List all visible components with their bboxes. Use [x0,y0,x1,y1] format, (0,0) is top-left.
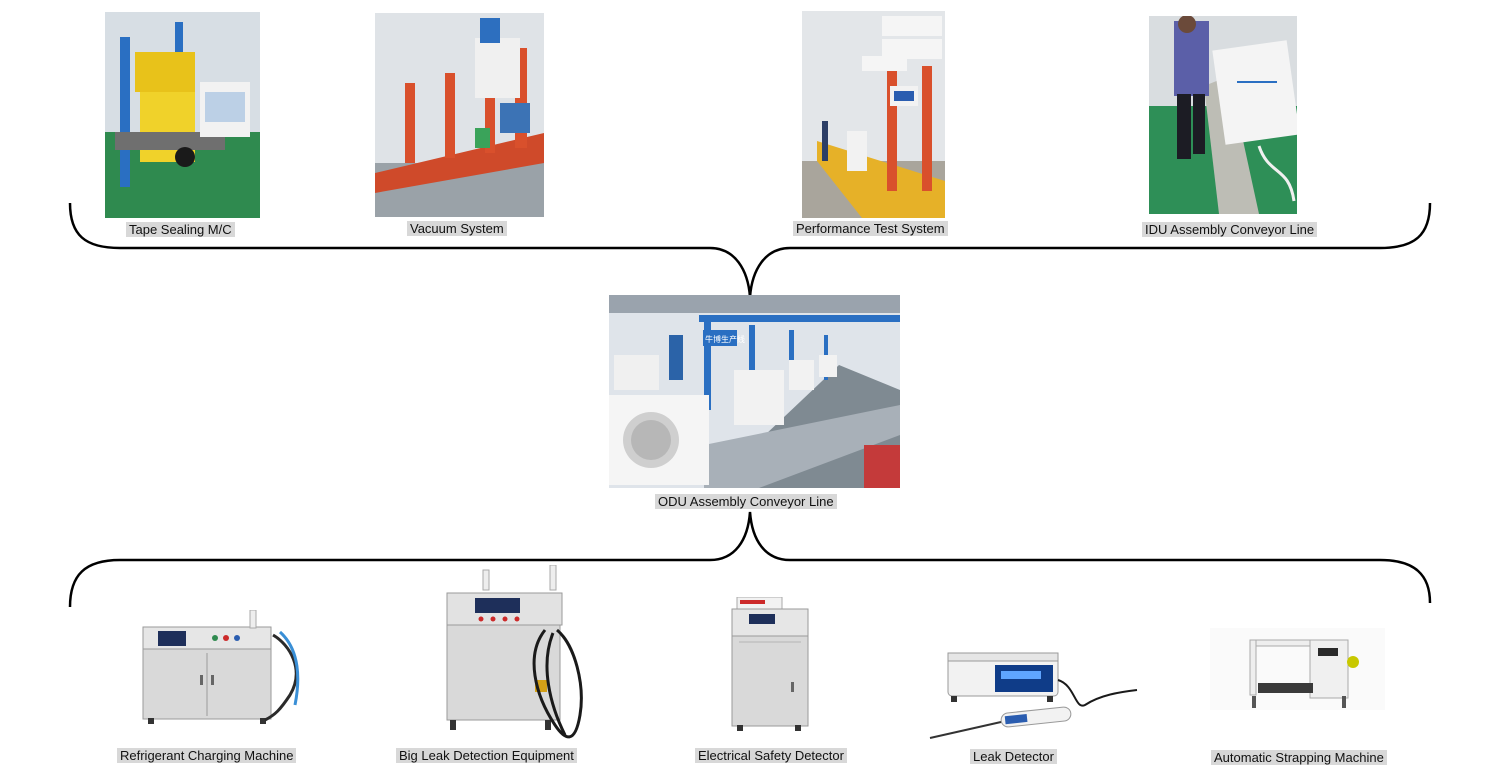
electrical-safety-caption: Electrical Safety Detector [695,748,847,763]
electrical-safety-image [725,597,815,732]
odu-sign-text: 牛博生产线 [705,334,745,344]
odu-assembly-caption: ODU Assembly Conveyor Line [655,494,837,509]
top-brace [68,202,1432,298]
refrigerant-charging-image [140,610,305,730]
big-leak-detection-caption: Big Leak Detection Equipment [396,748,577,763]
leak-detector-image [925,650,1140,742]
leak-detector-caption: Leak Detector [970,749,1057,764]
bottom-brace [68,511,1432,608]
tape-sealing-caption: Tape Sealing M/C [126,222,235,237]
big-leak-detection-image [445,565,585,750]
vacuum-system-photo [375,13,544,217]
vacuum-system-caption: Vacuum System [407,221,507,236]
idu-assembly-caption: IDU Assembly Conveyor Line [1142,222,1318,237]
idu-assembly-photo [1149,16,1297,214]
automatic-strapping-caption: Automatic Strapping Machine [1211,750,1387,765]
performance-test-caption: Performance Test System [793,221,948,236]
automatic-strapping-image [1210,628,1385,710]
performance-test-photo [802,11,945,218]
refrigerant-charging-caption: Refrigerant Charging Machine [117,748,297,763]
odu-assembly-photo: 牛博生产线 [609,295,900,488]
tape-sealing-photo [105,12,260,218]
